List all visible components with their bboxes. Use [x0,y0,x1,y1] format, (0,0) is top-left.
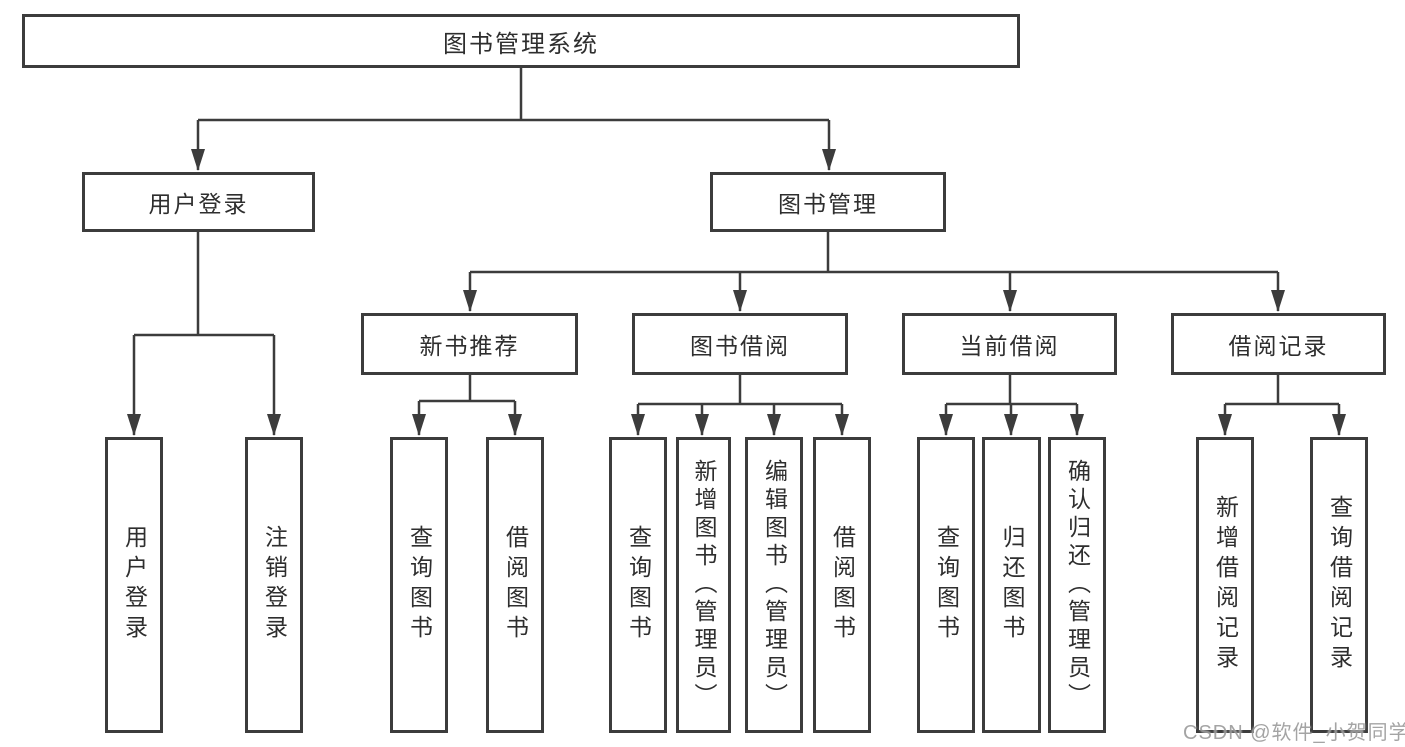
node-leaf-borrow-book-2-label: 借阅图书 [829,525,856,645]
node-leaf-logout-label: 注销登录 [261,525,288,645]
node-root-label: 图书管理系统 [443,30,599,58]
node-book-mgmt-branch: 图书管理 [710,172,946,232]
node-leaf-borrow-book-2: 借阅图书 [813,437,871,733]
user-login-to-leaves-connector [127,232,281,436]
borrow-record-to-leaves-connector [1218,375,1346,436]
current-borrow-to-leaves-connector [939,375,1084,436]
csdn-watermark: CSDN @软件_小贺同学 [1183,722,1405,744]
node-leaf-query-book-3: 查询图书 [917,437,975,733]
node-leaf-edit-book: 编辑图书（管理员） [745,437,803,733]
node-current-borrow-label: 当前借阅 [959,333,1060,359]
node-current-borrow: 当前借阅 [902,313,1117,375]
new-book-rec-to-leaves-connector [412,375,522,436]
node-user-login-branch-label: 用户登录 [148,191,249,217]
node-leaf-query-book-1-label: 查询图书 [406,525,433,645]
node-root: 图书管理系统 [22,14,1020,68]
node-leaf-borrow-book-1: 借阅图书 [486,437,544,733]
node-leaf-logout: 注销登录 [245,437,303,733]
book-mgmt-to-sections-connector [463,232,1285,312]
node-borrow-record: 借阅记录 [1171,313,1386,375]
node-borrow-record-label: 借阅记录 [1228,333,1329,359]
node-leaf-query-record: 查询借阅记录 [1310,437,1368,733]
node-leaf-query-book-3-label: 查询图书 [933,525,960,645]
node-book-borrow-label: 图书借阅 [690,333,790,359]
node-leaf-user-login: 用户登录 [105,437,163,733]
node-leaf-query-record-label: 查询借阅记录 [1326,495,1353,675]
node-leaf-add-record: 新增借阅记录 [1196,437,1254,733]
node-leaf-add-record-label: 新增借阅记录 [1212,495,1239,675]
node-book-mgmt-branch-label: 图书管理 [778,191,878,217]
node-leaf-confirm-return-label: 确认归还（管理员） [1064,459,1091,711]
node-leaf-return-book-label: 归还图书 [999,525,1025,645]
node-book-borrow: 图书借阅 [632,313,848,375]
node-user-login-branch: 用户登录 [82,172,315,232]
node-leaf-add-book: 新增图书（管理员） [676,437,731,733]
node-leaf-edit-book-label: 编辑图书（管理员） [761,459,788,711]
root-to-branches-connector [191,68,836,171]
node-leaf-confirm-return: 确认归还（管理员） [1048,437,1106,733]
node-leaf-query-book-2: 查询图书 [609,437,667,733]
node-leaf-user-login-label: 用户登录 [121,525,148,645]
node-leaf-query-book-1: 查询图书 [390,437,448,733]
node-leaf-add-book-label: 新增图书（管理员） [691,459,717,711]
node-leaf-return-book: 归还图书 [982,437,1041,733]
node-leaf-query-book-2-label: 查询图书 [625,525,652,645]
book-borrow-to-leaves-connector [631,375,849,436]
node-leaf-borrow-book-1-label: 借阅图书 [502,525,529,645]
node-new-book-rec: 新书推荐 [361,313,578,375]
node-new-book-rec-label: 新书推荐 [419,333,520,359]
